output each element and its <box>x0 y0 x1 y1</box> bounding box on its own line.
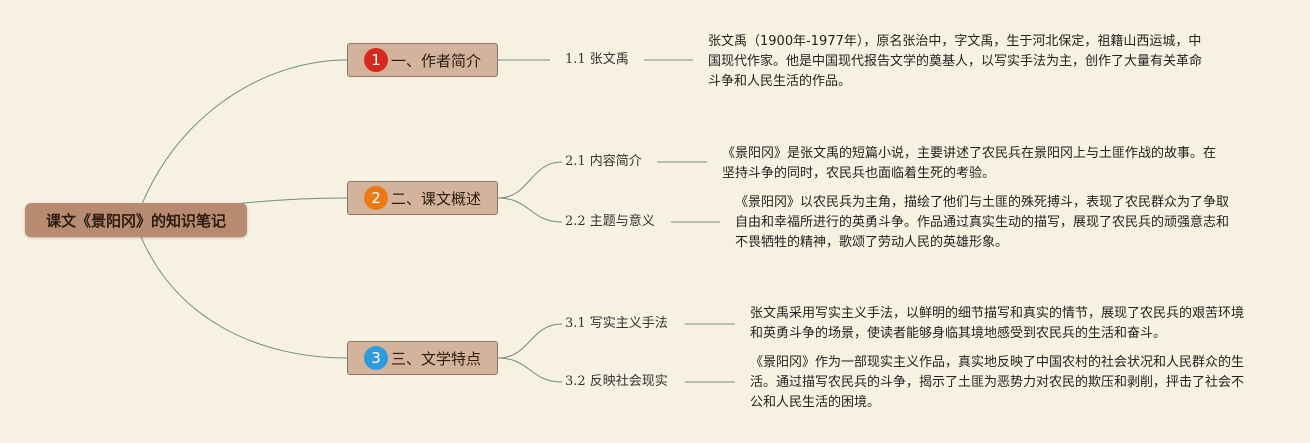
description-3-1: 张文禹采用写实主义手法，以鲜明的细节描写和真实的情节，展现了农民兵的艰苦环境和英… <box>750 306 1245 341</box>
link-branch-2-2.1 <box>497 161 563 199</box>
number-3-icon: 3 <box>363 346 388 370</box>
branch-title-1: 一、作者简介 <box>390 51 481 70</box>
branch-title-2: 二、课文概述 <box>390 189 481 208</box>
link-branch-3-3.1 <box>497 323 563 359</box>
branch-title-3: 三、文学特点 <box>390 349 481 368</box>
subtopic-2-1[interactable]: 2.1 内容简介 <box>565 154 642 169</box>
link-branch-2-2.2 <box>497 197 563 223</box>
description-3-2: 《景阳冈》作为一部现实主义作品，真实地反映了中国农村的社会状况和人民群众的生活。… <box>750 355 1245 410</box>
branch-node-2[interactable]: 2 二、课文概述 <box>347 181 498 215</box>
link-branch-3-3.2 <box>497 357 563 383</box>
description-1-1: 张文禹（1900年-1977年），原名张治中，字文禹，生于河北保定，祖籍山西运城… <box>708 34 1203 89</box>
link-root-branch-3 <box>135 223 348 359</box>
subtopic-2-2[interactable]: 2.2 主题与意义 <box>565 214 655 229</box>
description-2-1: 《景阳冈》是张文禹的短篇小说，主要讲述了农民兵在景阳冈上与土匪作战的故事。在坚持… <box>722 146 1217 181</box>
number-1-icon: 1 <box>363 48 388 72</box>
subtopic-3-1[interactable]: 3.1 写实主义手法 <box>565 316 668 331</box>
link-root-branch-1 <box>135 59 348 221</box>
root-node[interactable]: 课文《景阳冈》的知识笔记 <box>25 203 247 237</box>
root-title: 课文《景阳冈》的知识笔记 <box>45 211 226 230</box>
subtopic-1-1[interactable]: 1.1 张文禹 <box>565 52 629 67</box>
branch-node-1[interactable]: 1 一、作者简介 <box>347 43 498 77</box>
number-2-icon: 2 <box>363 186 388 210</box>
subtopic-3-2[interactable]: 3.2 反映社会现实 <box>565 374 668 389</box>
branch-node-3[interactable]: 3 三、文学特点 <box>347 341 498 375</box>
description-2-2: 《景阳冈》以农民兵为主角，描绘了他们与土匪的殊死搏斗，表现了农民群众为了争取自由… <box>735 195 1230 250</box>
